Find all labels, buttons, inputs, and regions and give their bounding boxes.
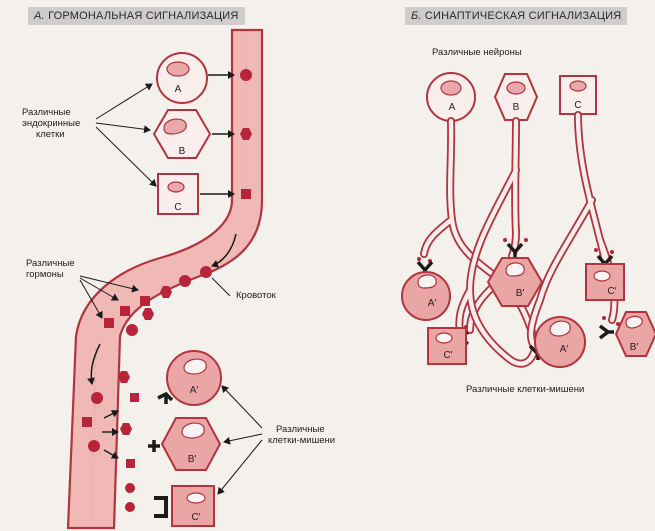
hormone-square bbox=[130, 393, 139, 402]
endocrine-cells-label: Различные эндокринные клетки bbox=[22, 107, 80, 140]
hormone-round bbox=[91, 392, 103, 404]
blood-vessel bbox=[68, 30, 262, 528]
hormone-square bbox=[120, 306, 130, 316]
target-cells-label-b: Различные клетки-мишени bbox=[466, 384, 584, 395]
hormone-round bbox=[88, 440, 100, 452]
target-cell-b-prime-label: B′ bbox=[516, 288, 525, 299]
nucleus bbox=[436, 333, 452, 343]
neurons-label: Различные нейроны bbox=[432, 47, 522, 58]
nucleus bbox=[184, 359, 206, 374]
hormones-label: Различные гормоны bbox=[26, 258, 75, 280]
hormone-square bbox=[82, 417, 92, 427]
endocrine-cell-a-label: A bbox=[175, 84, 182, 95]
label-line: Различные bbox=[22, 107, 80, 118]
nucleus bbox=[418, 275, 436, 288]
nucleus bbox=[594, 271, 610, 281]
hormone-round bbox=[240, 69, 252, 81]
bloodstream-label: Кровоток bbox=[236, 290, 276, 301]
receptor bbox=[148, 440, 160, 452]
nucleus bbox=[550, 321, 570, 336]
hormone-square bbox=[126, 459, 135, 468]
nucleus bbox=[187, 493, 205, 503]
endocrine-cell-a bbox=[157, 53, 207, 103]
hormone-hexagon bbox=[142, 308, 154, 320]
neuron-c-label: C bbox=[574, 100, 581, 111]
target-cell-c-prime bbox=[586, 264, 624, 300]
nucleus bbox=[164, 119, 186, 134]
target-cell-c-prime-label: C′ bbox=[443, 350, 452, 361]
hormone-square bbox=[140, 296, 150, 306]
hormone-square bbox=[241, 189, 251, 199]
label-line: гормоны bbox=[26, 269, 75, 280]
target-cell-b-prime-label: B′ bbox=[630, 342, 639, 353]
hormone-round bbox=[125, 502, 135, 512]
nucleus bbox=[168, 182, 184, 192]
hormone-square bbox=[104, 318, 114, 328]
label-line: эндокринные bbox=[22, 118, 80, 129]
label-line: клетки-мишени bbox=[268, 435, 335, 446]
receptor bbox=[600, 326, 614, 338]
target-cell-c-prime-label: C′ bbox=[191, 512, 200, 523]
label-line: Различные bbox=[26, 258, 75, 269]
receptor bbox=[158, 394, 172, 404]
receptor bbox=[154, 498, 166, 516]
hormone-round bbox=[200, 266, 212, 278]
target-cell-c-prime-label: C′ bbox=[607, 286, 616, 297]
target-cell-b-prime-label: B′ bbox=[188, 454, 197, 465]
hormone-round bbox=[126, 324, 138, 336]
nucleus bbox=[167, 62, 189, 76]
neuron-b-label: B bbox=[513, 102, 520, 113]
hormone-round bbox=[179, 275, 191, 287]
target-cell-a-prime-label: A′ bbox=[428, 298, 437, 309]
nucleus bbox=[570, 81, 586, 91]
target-cells-label-a: Различные клетки-мишени bbox=[268, 424, 335, 446]
hormone-round bbox=[125, 483, 135, 493]
nucleus bbox=[182, 423, 204, 438]
endocrine-cell-b-label: B bbox=[179, 146, 186, 157]
label-line: Различные bbox=[268, 424, 335, 435]
target-cell-a-prime-label: A′ bbox=[190, 385, 199, 396]
neuron-a-label: A bbox=[449, 102, 456, 113]
nucleus bbox=[441, 81, 461, 95]
hormone-hexagon bbox=[120, 423, 132, 435]
neuron-b-soma bbox=[495, 74, 537, 120]
nucleus bbox=[506, 263, 524, 276]
neuron-a-soma bbox=[427, 73, 475, 121]
endocrine-cell-c-label: C bbox=[174, 202, 181, 213]
target-cell-a-prime-label: A′ bbox=[560, 344, 569, 355]
nucleus bbox=[507, 82, 525, 94]
label-line: клетки bbox=[22, 129, 80, 140]
